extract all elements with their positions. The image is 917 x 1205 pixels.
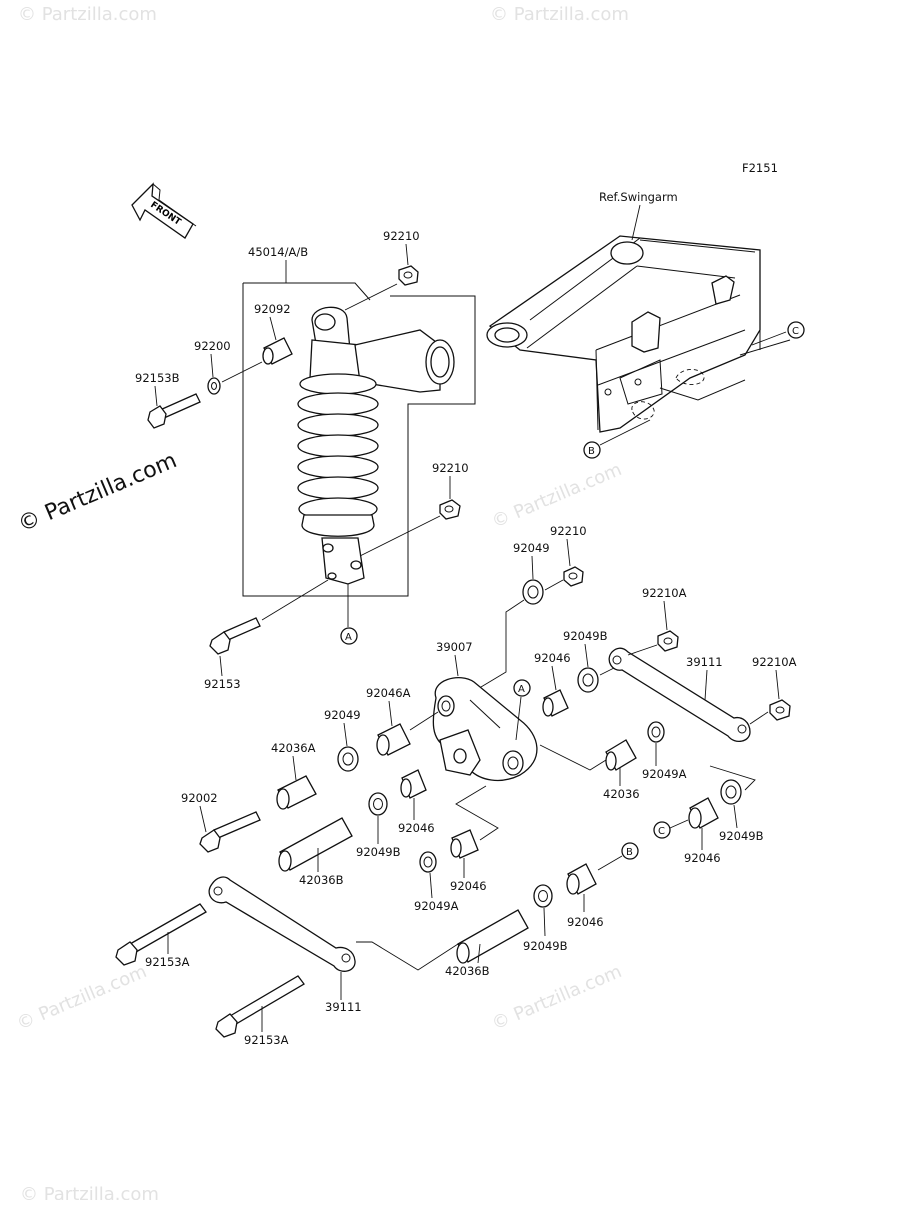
- shock-assembly-bracket: [242, 282, 476, 597]
- label-part-92002: 92002: [181, 791, 218, 805]
- label-part-92049a: 92049A: [642, 767, 687, 781]
- label-part-92210: 92210: [432, 461, 469, 475]
- label-part-92210a: 92210A: [752, 655, 797, 669]
- watermark: © Partzilla.com: [489, 459, 625, 533]
- label-part-39007: 39007: [436, 640, 473, 654]
- label-part-92210: 92210: [383, 229, 420, 243]
- washer-icon: [522, 579, 544, 605]
- label-part-92049: 92049: [513, 541, 550, 555]
- label-part-92153: 92153: [204, 677, 241, 691]
- label-shock-assembly: 45014/A/B: [248, 245, 308, 259]
- washer-icon: [207, 377, 221, 395]
- label-part-92046: 92046: [567, 915, 604, 929]
- label-part-92049: 92049: [324, 708, 361, 722]
- collar-icon: [278, 817, 353, 872]
- watermark: © Partzilla.com: [14, 961, 150, 1035]
- label-part-92092: 92092: [254, 302, 291, 316]
- watermark: © Partzilla.com: [20, 1184, 159, 1200]
- bolt-icon: [147, 393, 201, 429]
- watermark: © Partzilla.com: [489, 961, 625, 1035]
- callout-label: B: [588, 446, 595, 457]
- label-part-92049b: 92049B: [356, 845, 401, 859]
- label-part-92046a: 92046A: [366, 686, 411, 700]
- watermark: © Partzilla.com: [18, 4, 157, 25]
- label-part-92200: 92200: [194, 339, 231, 353]
- collar-icon: [456, 909, 529, 964]
- figure-code: F2151: [742, 161, 778, 175]
- bolt-icon: [215, 975, 305, 1038]
- label-part-42036a: 42036A: [271, 741, 316, 755]
- watermark: © Partzilla.com: [490, 4, 629, 25]
- label-part-92049b: 92049B: [719, 829, 764, 843]
- label-part-92046: 92046: [534, 651, 571, 665]
- callout-c-link: [653, 821, 671, 839]
- bearing-icon: [376, 723, 411, 756]
- label-part-92153a: 92153A: [145, 955, 190, 969]
- nut-icon: [563, 566, 584, 587]
- callout-b-link: [621, 842, 639, 860]
- bearing-icon: [450, 829, 479, 859]
- bolt-icon: [209, 617, 261, 655]
- label-part-92153b: 92153B: [135, 371, 180, 385]
- callout-label: C: [658, 826, 665, 837]
- callout-c-swingarm: [787, 321, 805, 339]
- front-arrow-icon: FRONT: [131, 182, 197, 239]
- label-part-42036: 42036: [603, 787, 640, 801]
- label-part-92046: 92046: [450, 879, 487, 893]
- label-part-92046: 92046: [684, 851, 721, 865]
- callout-label: A: [518, 684, 525, 695]
- nut-icon: [769, 699, 791, 721]
- collar-icon: [276, 775, 317, 810]
- rear-shock-absorber: [297, 306, 455, 585]
- label-part-42036b: 42036B: [299, 873, 344, 887]
- washer-icon: [720, 779, 742, 805]
- washer-icon: [337, 746, 359, 772]
- bolt-icon: [115, 903, 207, 966]
- watermark: © Partzilla.com: [15, 448, 181, 537]
- nut-icon: [657, 630, 679, 652]
- nut-icon: [398, 265, 419, 286]
- callout-b-swingarm: [583, 441, 601, 459]
- label-part-92049b: 92049B: [563, 629, 608, 643]
- callout-a-rocker: [513, 679, 531, 697]
- label-part-39111: 39111: [686, 655, 723, 669]
- label-ref-swingarm: Ref.Swingarm: [599, 190, 678, 204]
- bearing-icon: [688, 797, 719, 829]
- washer-icon: [368, 792, 388, 816]
- tie-rod-drawing: [208, 876, 356, 972]
- callout-label: A: [345, 632, 352, 643]
- label-part-92210a: 92210A: [642, 586, 687, 600]
- label-part-39111: 39111: [325, 1000, 362, 1014]
- nut-icon: [439, 499, 461, 520]
- label-part-92049b: 92049B: [523, 939, 568, 953]
- bearing-icon: [400, 769, 427, 799]
- label-part-42036b: 42036B: [445, 964, 490, 978]
- label-part-92153a: 92153A: [244, 1033, 289, 1047]
- label-part-92049a: 92049A: [414, 899, 459, 913]
- washer-icon: [647, 721, 665, 743]
- bearing-icon: [542, 689, 569, 717]
- callout-label: B: [626, 847, 633, 858]
- label-part-92046: 92046: [398, 821, 435, 835]
- rocker-arm-drawing: [432, 677, 538, 782]
- callout-label: C: [792, 326, 799, 337]
- label-part-92210: 92210: [550, 524, 587, 538]
- bearing-icon: [566, 863, 597, 895]
- washer-icon: [577, 667, 599, 693]
- washer-icon: [533, 884, 553, 908]
- collar-icon: [605, 739, 637, 771]
- swingarm-drawing: [486, 235, 791, 433]
- tie-rod-drawing: [608, 647, 751, 742]
- washer-icon: [419, 851, 437, 873]
- collar-icon: [262, 337, 293, 365]
- callout-a-shock: [340, 627, 358, 645]
- bolt-icon: [199, 811, 261, 853]
